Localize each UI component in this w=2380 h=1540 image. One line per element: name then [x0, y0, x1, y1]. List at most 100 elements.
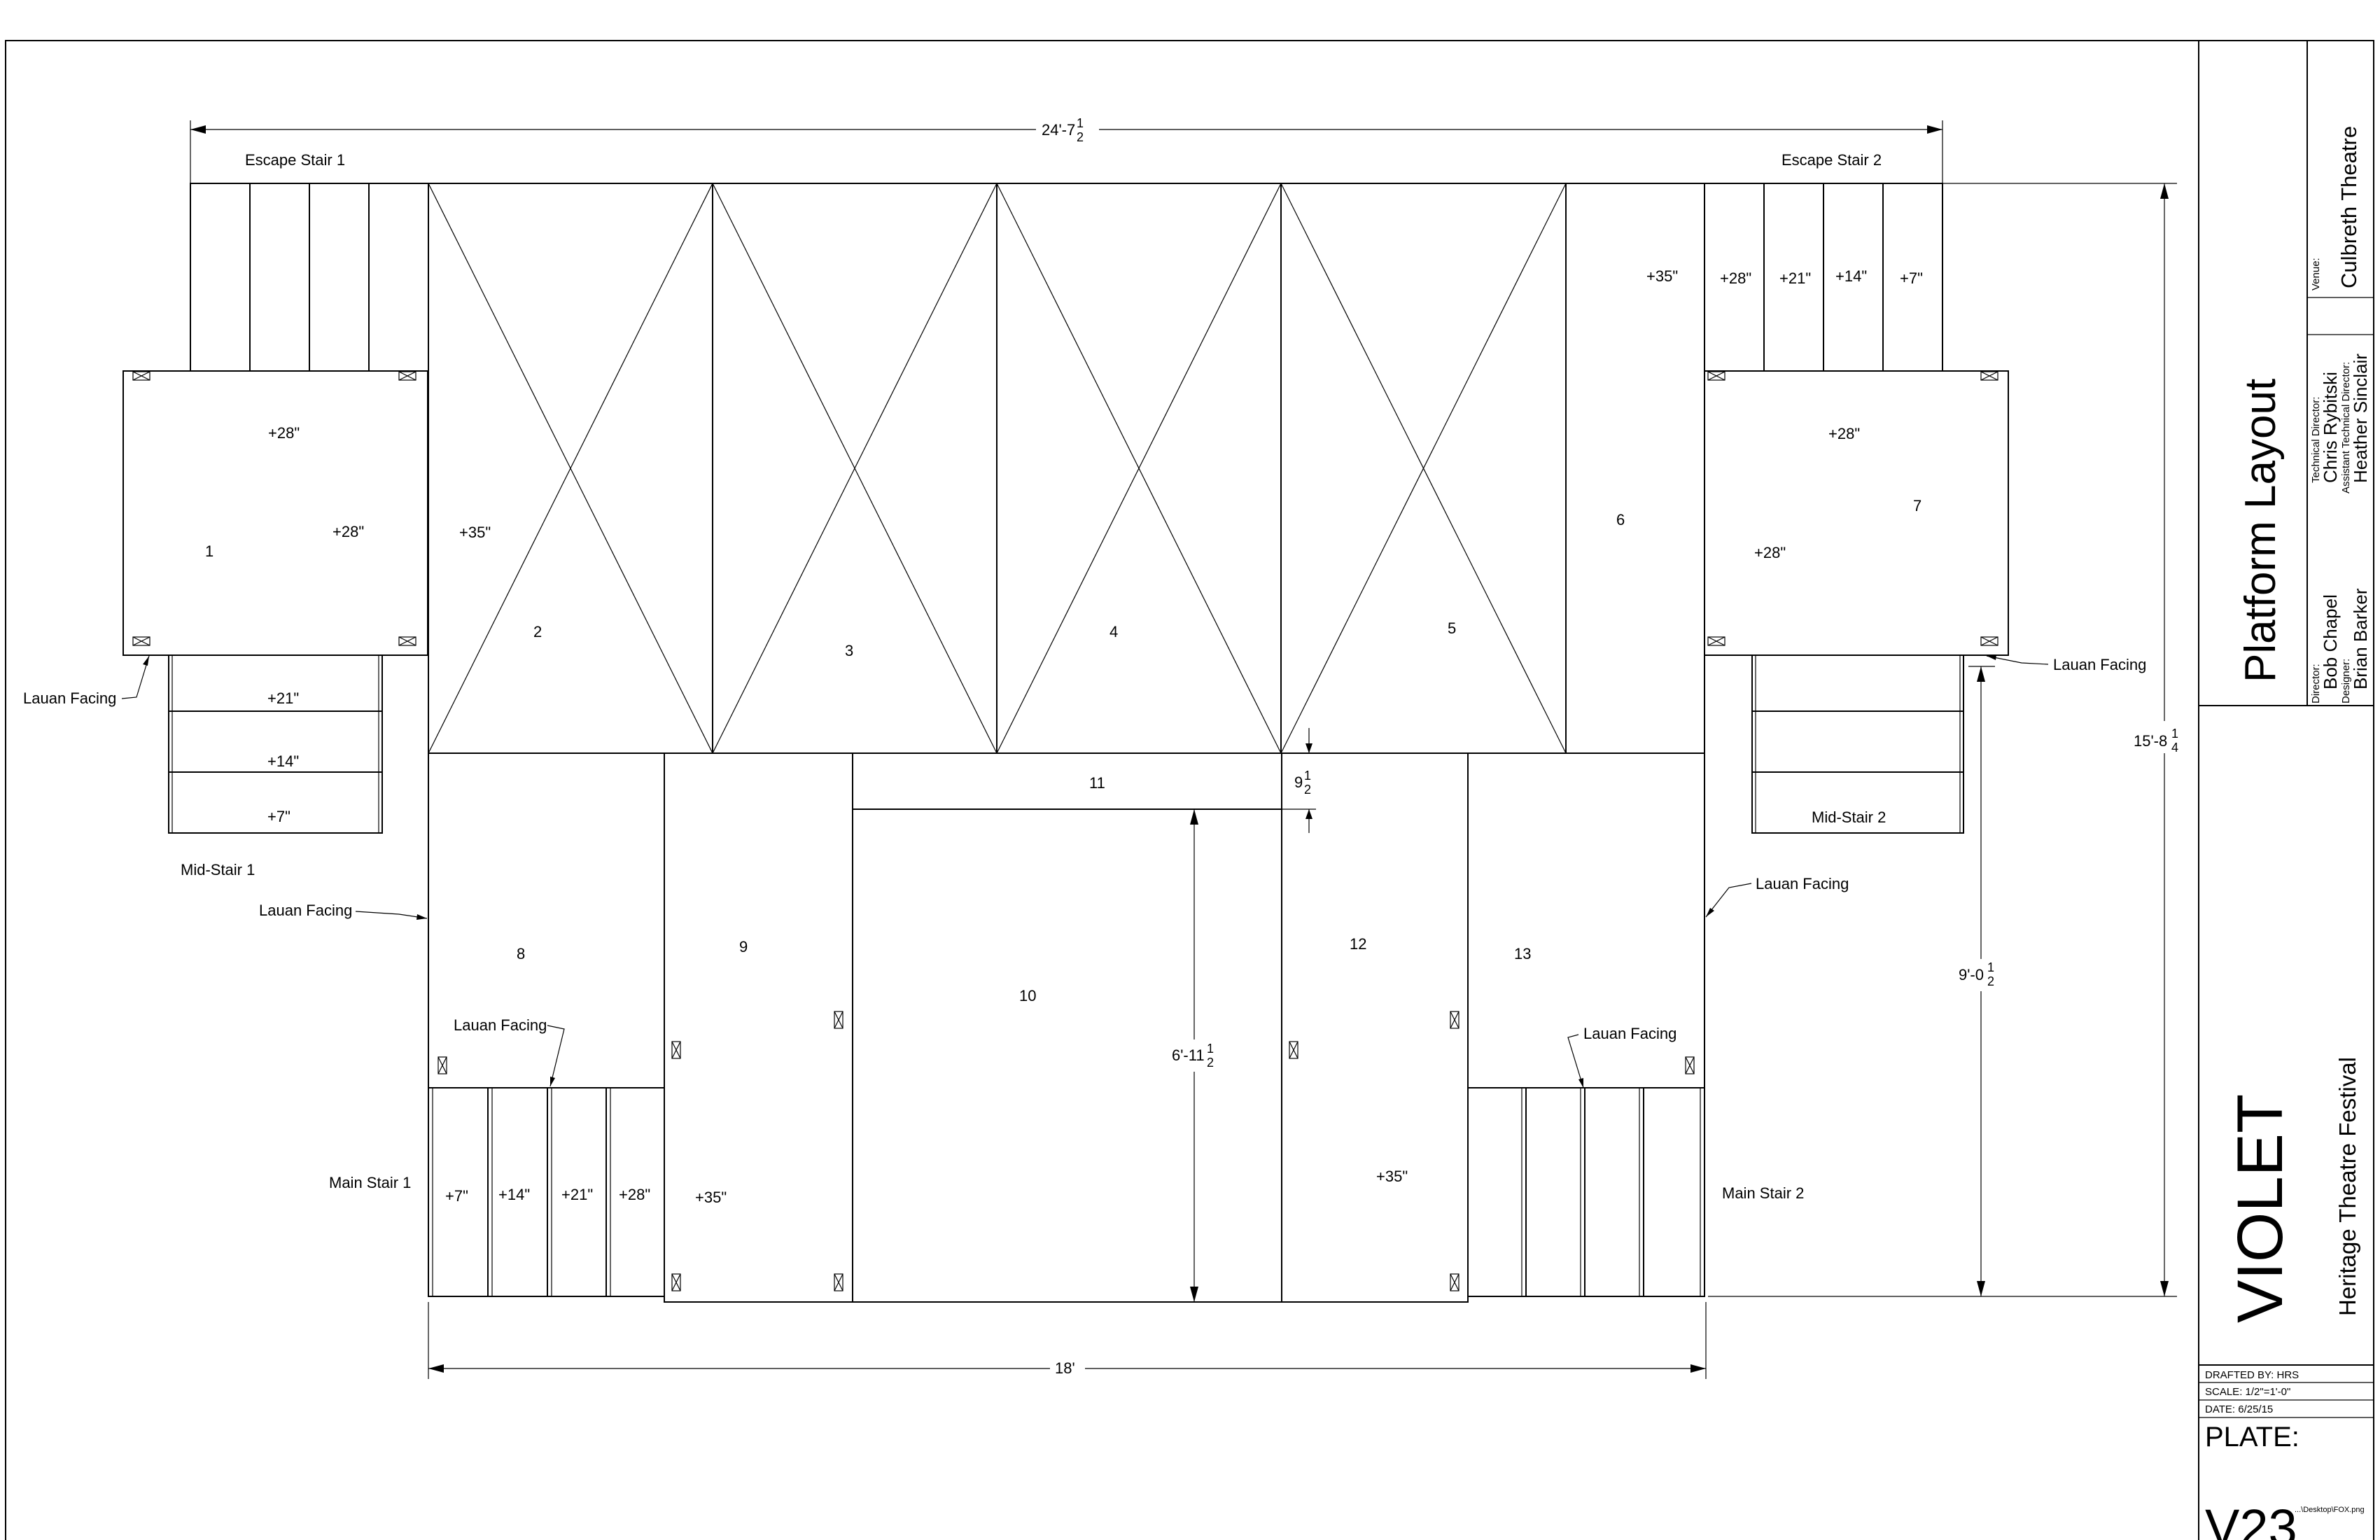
platform-10-dimension-label: 6'-11: [1172, 1046, 1205, 1064]
svg-text:1: 1: [1207, 1042, 1214, 1056]
svg-text:2: 2: [1304, 783, 1311, 797]
escape-stair-1: [190, 183, 429, 372]
mid-stair-1: [168, 654, 383, 834]
platform-9-number: 9: [739, 938, 748, 955]
platform-9-height: +35": [695, 1189, 727, 1206]
svg-text:1: 1: [1077, 116, 1084, 130]
svg-text:2: 2: [1987, 974, 1994, 988]
date: DATE: 6/25/15: [2205, 1404, 2273, 1415]
platform-7-number: 7: [1913, 497, 1921, 514]
technical-director-name: Chris Rybitski: [2320, 372, 2341, 483]
platform-2-number: 2: [533, 623, 542, 640]
main-stair-2-label: Main Stair 2: [1722, 1184, 1804, 1202]
main-stair-1-step-14: +14": [498, 1186, 530, 1203]
mid-stair-1-label: Mid-Stair 1: [181, 861, 255, 878]
escape-stair-2-step-7: +7": [1900, 270, 1923, 287]
escape-stair-2-step-14: +14": [1835, 267, 1867, 285]
main-stair-1-step-21: +21": [561, 1186, 593, 1203]
lauan-facing-callout-1: Lauan Facing: [23, 690, 116, 707]
platform-10-dimension: 6'-11 1 2: [1169, 809, 1232, 1302]
escape-stair-2-step-21: +21": [1779, 270, 1811, 287]
platform-4-number: 4: [1110, 623, 1118, 640]
platform-7-height-b: +28": [1754, 544, 1786, 561]
gap-dimension-label: 9: [1294, 774, 1303, 791]
platform-9: [664, 752, 853, 1303]
assistant-technical-director-name: Heather Sinclair: [2350, 354, 2371, 483]
platform-12: [1281, 752, 1469, 1303]
right-height-dimension: 9'-0 1 2: [1953, 666, 2010, 1296]
platform-11-number: 11: [1089, 774, 1105, 792]
venue-role: Venue:: [2310, 258, 2322, 290]
svg-text:1: 1: [1304, 769, 1311, 783]
platform-12-markers: [1289, 1011, 1460, 1292]
main-stair-1-step-7: +7": [445, 1187, 468, 1205]
platform-1-height-a: +28": [268, 424, 300, 442]
title-block: [2199, 41, 2374, 1418]
designer-role: Designer:: [2340, 659, 2352, 704]
platform-3-number: 3: [845, 642, 853, 659]
show-title: VIOLET: [2225, 1094, 2296, 1323]
gap-dimension: 9 1 2: [1282, 728, 1320, 833]
mid-stair-1-step-7: +7": [267, 808, 290, 825]
platform-5-number: 5: [1448, 620, 1456, 637]
director-role: Director:: [2310, 664, 2322, 704]
platform-11: [852, 752, 1282, 810]
svg-text:1: 1: [1987, 960, 1994, 974]
lauan-facing-callout-2: Lauan Facing: [2053, 656, 2146, 673]
festival-name: Heritage Theatre Festival: [2334, 1057, 2360, 1316]
main-stair-1-step-28: +28": [619, 1186, 650, 1203]
platform-1-number: 1: [205, 542, 214, 560]
lauan-facing-callout-5: Lauan Facing: [1756, 875, 1849, 892]
plate-label: PLATE:: [2205, 1422, 2300, 1452]
platform-1: [122, 370, 428, 656]
bottom-width-label: 18': [1055, 1359, 1075, 1377]
platform-8: [428, 752, 665, 1088]
lauan-facing-callout-3: Lauan Facing: [259, 902, 352, 919]
director-name: Bob Chapel: [2320, 594, 2341, 690]
drafted-by: DRAFTED BY: HRS: [2205, 1369, 2299, 1381]
platform-9-markers: [671, 1011, 844, 1292]
right-height-label: 9'-0: [1959, 966, 1984, 983]
overall-depth-label: 15'-8: [2134, 732, 2167, 750]
svg-text:2: 2: [1207, 1056, 1214, 1070]
bottom-width-dimension: 18': [428, 1302, 1707, 1379]
svg-text:1: 1: [2171, 727, 2178, 741]
main-stair-2: [1467, 1087, 1705, 1297]
svg-text:2: 2: [1077, 130, 1084, 144]
platform-2-height: +35": [459, 524, 491, 541]
mid-stair-2-label: Mid-Stair 2: [1812, 808, 1886, 826]
platform-7: [1704, 370, 2009, 656]
platform-1-height-b: +28": [332, 523, 364, 540]
platform-12-height: +35": [1376, 1168, 1408, 1185]
main-stair-1-label: Main Stair 1: [329, 1174, 411, 1191]
venue-name: Culbreth Theatre: [2337, 126, 2361, 288]
escape-stair-2-step-28: +28": [1720, 270, 1751, 287]
lauan-facing-callout-4: Lauan Facing: [454, 1016, 547, 1034]
mid-stair-1-step-14: +14": [267, 752, 299, 770]
escape-stair-2-label: Escape Stair 2: [1782, 151, 1882, 169]
scale: SCALE: 1/2"=1'-0": [2205, 1386, 2290, 1398]
platform-8-marker: [438, 1056, 447, 1074]
overall-depth-dimension: 15'-8 1 4: [1708, 183, 2192, 1297]
designer-name: Brian Barker: [2350, 588, 2371, 690]
technical-director-role: Technical Director:: [2310, 397, 2322, 483]
lauan-facing-callout-6: Lauan Facing: [1583, 1025, 1676, 1042]
platform-12-number: 12: [1350, 935, 1366, 953]
mid-stair-1-step-21: +21": [267, 690, 299, 707]
platform-6-number: 6: [1616, 511, 1625, 528]
plate-number: V23: [2205, 1499, 2297, 1540]
sheet-border: [5, 40, 2374, 1540]
platform-10-number: 10: [1019, 987, 1036, 1004]
overall-width-label: 24'-7: [1042, 121, 1075, 139]
mid-stair-2: [1751, 654, 1964, 834]
platform-6: [1565, 183, 1705, 754]
file-note: ...\Desktop\FOX.png: [2295, 1506, 2365, 1514]
platform-8-number: 8: [517, 945, 525, 962]
assistant-technical-director-role: Assistant Technical Director:: [2340, 362, 2352, 493]
platform-13-marker: [1685, 1056, 1695, 1074]
main-stair-1: [428, 1087, 665, 1297]
platform-13-number: 13: [1514, 945, 1531, 962]
platforms-2-5: [428, 183, 1567, 754]
escape-stair-1-label: Escape Stair 1: [245, 151, 345, 169]
